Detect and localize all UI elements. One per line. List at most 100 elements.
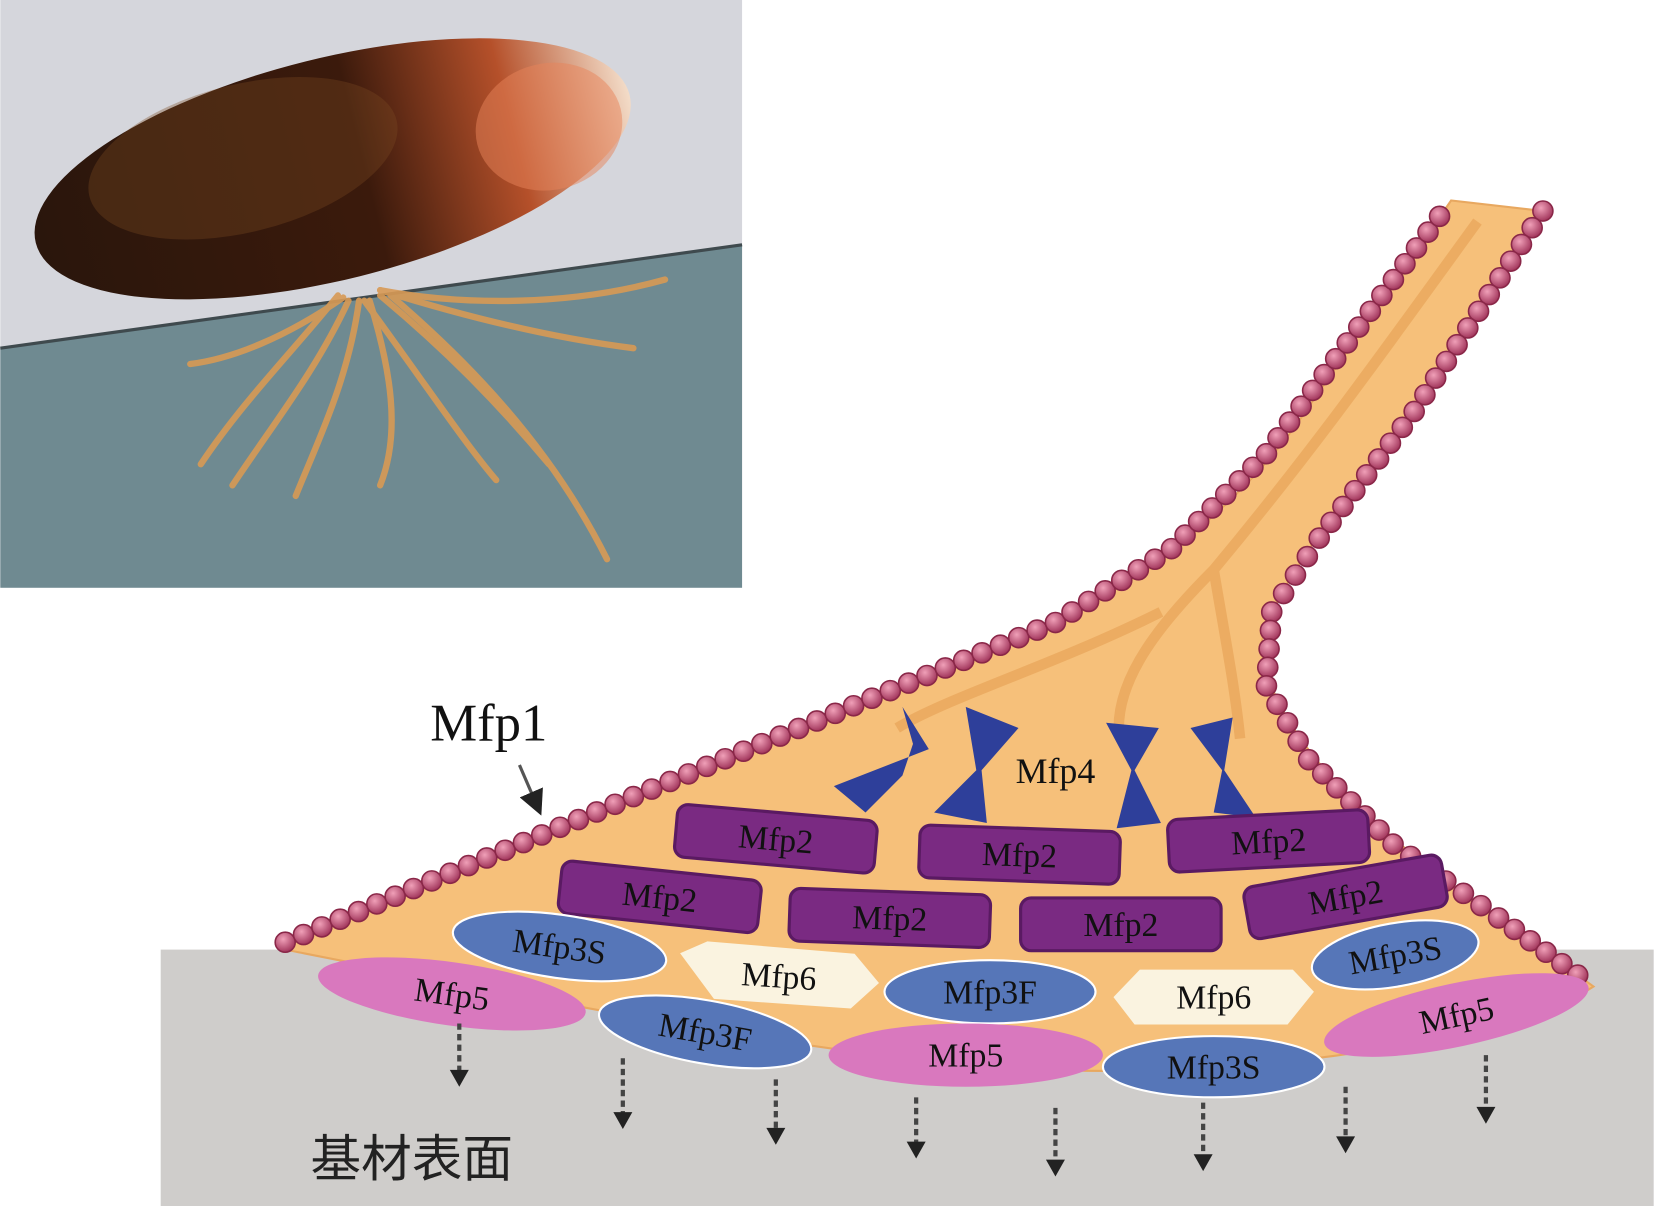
mfp1-bead (1228, 470, 1251, 492)
mfp1-bead (384, 885, 406, 908)
mfp1-bead (1160, 537, 1183, 560)
mfp1-bead (494, 839, 516, 862)
mfp1-pointer-arrow (517, 764, 543, 816)
mfp1-bead (567, 808, 590, 831)
mfp1-bead (1313, 363, 1335, 386)
mfp1-bead (1260, 601, 1283, 623)
mfp1-bead (1467, 300, 1490, 323)
mfp1-bead (1367, 448, 1390, 470)
mfp2-label: Mfp2 (852, 899, 928, 939)
mfp1-bead (640, 778, 663, 800)
mfp1-bead (1297, 748, 1320, 771)
arrowhead-icon (1336, 1136, 1356, 1154)
mfp1-bead (1077, 590, 1100, 613)
mfp1-bead (1499, 250, 1522, 272)
mfp1-bead (1487, 907, 1510, 929)
mfp1-bead (1026, 619, 1048, 641)
mfp1-bead (1256, 656, 1279, 679)
mfp1-bead (1417, 221, 1439, 243)
mfp3f-protein: Mfp3F (883, 959, 1097, 1025)
mfp1-bead (1435, 350, 1458, 373)
water-surface (0, 244, 743, 588)
mfp2-group: Mfp2 Mfp2 Mfp2 Mfp2 Mfp2 Mfp2 Mfp2 (556, 803, 1449, 953)
mfp1-bead (1489, 267, 1511, 289)
mfp1-bead-chain (274, 200, 1589, 986)
mfp6-protein: Mfp6 (680, 941, 879, 1009)
mfp1-bead (1255, 675, 1278, 697)
mfp1-bead (311, 916, 333, 938)
mfp1-bead (439, 862, 461, 885)
mfp1-bead (1290, 395, 1312, 418)
mfp1-bead (659, 770, 681, 793)
mfp2-protein: Mfp2 (787, 886, 993, 950)
mfp1-bead (1478, 283, 1501, 306)
mfp1-bead (420, 870, 443, 892)
mfp1-bead (751, 732, 773, 755)
mfp1-bead (732, 740, 755, 763)
mfp1-bead (1259, 619, 1282, 642)
mfp4-molecule (934, 706, 1019, 823)
mfp1-bead (1336, 332, 1359, 354)
mfp1-label: Mfp1 (430, 695, 547, 753)
mfp6-group: Mfp6 Mfp6 (680, 941, 1314, 1025)
mfp1-bead (1308, 527, 1331, 549)
mfp5-group: Mfp5 Mfp5 Mfp5 (318, 957, 1589, 1087)
arrowhead-icon (1193, 1154, 1213, 1172)
mfp1-bead (1424, 367, 1447, 389)
mfp1-bead (695, 755, 718, 778)
mfp1-bead (1510, 233, 1533, 256)
mfp1-bead (1278, 411, 1301, 433)
mfp1-bead (1094, 580, 1116, 602)
mfp2-label: Mfp2 (981, 836, 1057, 876)
mfp1-bead (274, 931, 297, 954)
mfp1-bead (1187, 510, 1210, 533)
mfp5-protein: Mfp5 (318, 957, 586, 1031)
substrate-label: 基材表面 (311, 1129, 514, 1188)
mfp2-protein: Mfp2 (917, 823, 1122, 886)
mfp1-bead (1201, 497, 1224, 519)
mfp1-bead (1521, 216, 1543, 239)
mfp1-bead (512, 831, 535, 854)
mfp1-bead (1551, 952, 1573, 975)
mfp1-bead (1382, 268, 1405, 291)
mfp1-bead (1428, 205, 1451, 228)
mfp1-bead (475, 847, 498, 869)
mfp1-bead (769, 725, 791, 747)
arrowhead-icon (1045, 1159, 1065, 1177)
mfp2-label: Mfp2 (737, 818, 815, 861)
mfp1-bead (530, 824, 553, 846)
arrowhead-icon (1476, 1106, 1496, 1124)
mfp1-bead (457, 854, 480, 877)
mfp2-label: Mfp2 (1083, 907, 1158, 944)
mfp1-bead (292, 923, 315, 946)
mfp1-bead (1061, 601, 1083, 623)
mfp1-bead (366, 893, 388, 915)
mfp1-bead (1287, 730, 1309, 753)
mfp2-label: Mfp2 (1230, 822, 1307, 863)
arrowhead-icon (906, 1141, 926, 1159)
mfp1-bead (1144, 548, 1166, 571)
mfp1-bead (1394, 252, 1416, 275)
mfp1-bead (1344, 479, 1366, 502)
mfp1-bead (1405, 237, 1428, 259)
mfp1-bead (861, 687, 883, 710)
byssal-threads (187, 276, 669, 563)
mfp1-bead (1535, 941, 1557, 964)
mfp1-bead (1214, 483, 1237, 506)
mfp1-bead (347, 900, 370, 923)
mfp4-molecule (833, 706, 929, 813)
mfp1-bead (787, 717, 810, 740)
mfp1-bead (1320, 511, 1342, 534)
mfp1-bead (1503, 918, 1526, 941)
mfp1-bead (916, 664, 938, 687)
mfp4-group: Mfp4 (833, 706, 1256, 829)
mfp4-molecule (1106, 722, 1161, 829)
mfp1-bead (824, 702, 847, 725)
mfp1-bead (1325, 777, 1348, 799)
mfp1-bead (1371, 284, 1393, 307)
mfp1-bead (1276, 711, 1299, 734)
mfp1-bead (1324, 347, 1347, 370)
mfp2-protein: Mfp2 (556, 859, 763, 935)
mfp1-bead (1391, 416, 1414, 439)
mfp1-bead (1414, 383, 1436, 406)
